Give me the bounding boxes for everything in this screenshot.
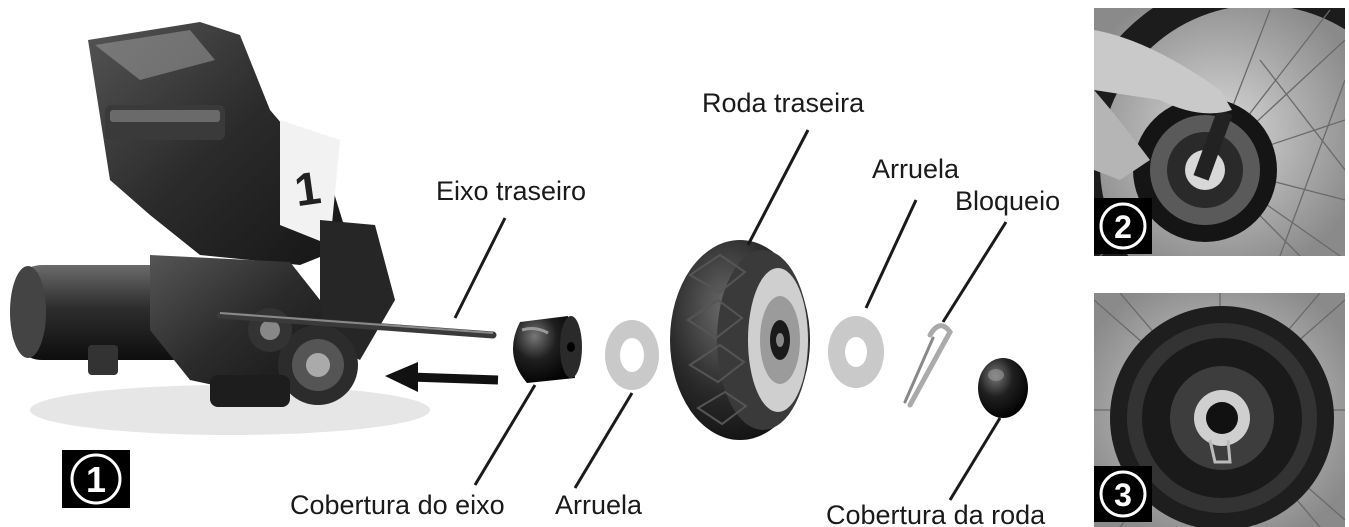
label-rear-axle: Eixo traseiro [436,176,586,206]
step-1-number: 1 [86,459,106,500]
lock-pin-part [903,323,953,408]
vehicle-photo: 1 [10,22,430,435]
leader-rear-wheel [746,129,810,246]
label-washer-right: Arruela [872,154,960,184]
leader-lock [941,221,1008,323]
label-lock: Bloqueio [955,186,1060,216]
washer-right-part [828,316,884,388]
step-1-badge: 1 [62,450,130,508]
label-wheel-cover: Cobertura da roda [826,500,1046,527]
leader-washer-left [573,392,634,489]
label-rear-wheel: Roda traseira [702,88,865,118]
leader-wheel-cover [948,417,1002,501]
leader-lines [453,129,1008,501]
wheel-cover-part [978,358,1028,418]
rear-wheel-part [670,240,810,440]
leader-rear-axle [453,217,507,319]
step-2-number: 2 [1114,209,1132,245]
insert-arrow [385,362,499,392]
step-2-badge: 2 [1094,198,1152,254]
label-axle-cover: Cobertura do eixo [290,490,505,520]
label-washer-left: Arruela [555,490,643,520]
step-3-number: 3 [1114,477,1132,513]
axle-cover-part [512,316,582,383]
step-2-photo [1094,8,1345,256]
rear-axle-rod [216,311,497,339]
washer-left-part [605,320,659,390]
leader-axle-cover [473,384,537,486]
step-3-badge: 3 [1094,466,1152,522]
leader-washer-right [864,199,918,309]
